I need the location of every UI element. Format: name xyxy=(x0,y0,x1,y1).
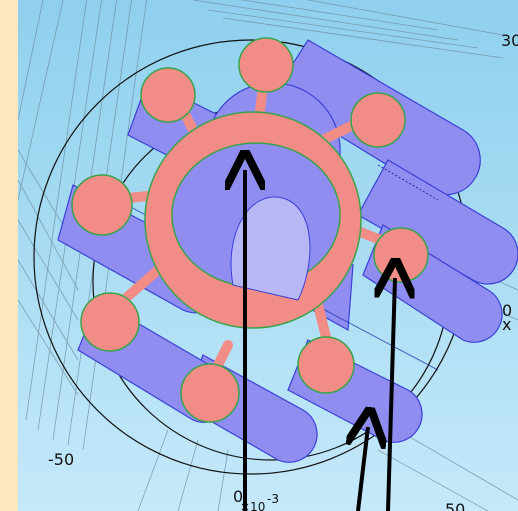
geometry-canvas[interactable]: -50 0 30 0 x 50 ×10 -3 xyxy=(18,0,518,511)
graphics-viewport[interactable]: -50 0 30 0 x 50 ×10 -3 xyxy=(18,0,518,511)
tick-label-minus50: -50 xyxy=(48,450,74,469)
tick-label-right-x: x xyxy=(502,315,511,334)
tick-label-zero: 0 xyxy=(233,487,243,506)
arrow-up-icon xyxy=(388,278,395,511)
cylinder-edge-line-dashed xyxy=(377,164,439,201)
scale-label: ×10 xyxy=(240,500,265,511)
scale-exponent: -3 xyxy=(267,492,279,506)
arrow-up-icon xyxy=(358,427,368,511)
arrow-annotations xyxy=(245,170,395,511)
tick-label-bottom-right: 50 xyxy=(445,500,465,511)
tick-label-30: 30 xyxy=(501,31,518,50)
tick-label-right-zero: 0 xyxy=(502,301,512,320)
inner-bore-highlight xyxy=(230,196,311,301)
